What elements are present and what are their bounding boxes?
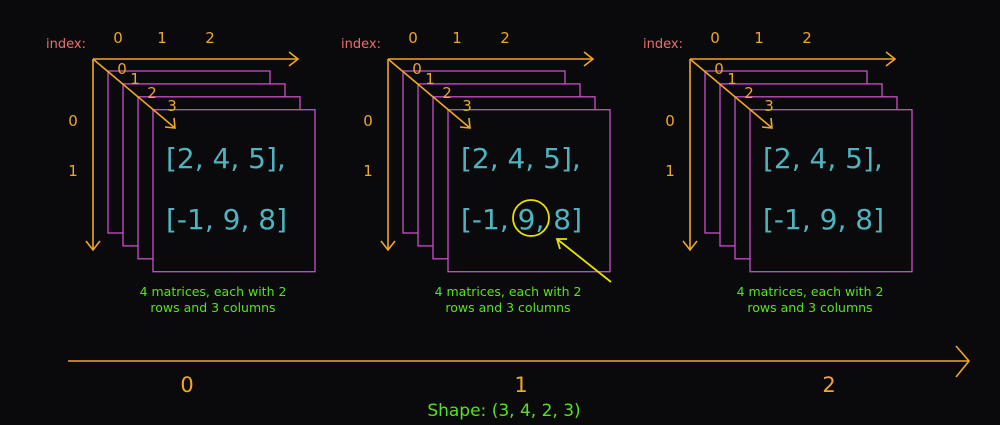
depth-index-2: 2 <box>442 84 452 102</box>
matrix-row-0: [2, 4, 5], <box>763 142 883 175</box>
caption-line-2: rows and 3 columns <box>150 300 275 315</box>
depth-index-1: 1 <box>727 70 737 88</box>
depth-index-0: 0 <box>117 60 127 78</box>
matrix-frame-3 <box>152 109 316 273</box>
index-label: index: <box>643 37 683 52</box>
column-index-0: 0 <box>113 29 123 47</box>
outer-index-2: 2 <box>822 373 835 397</box>
highlight-circle <box>512 199 550 237</box>
matrix-row-1: [-1, 9, 8] <box>166 203 287 236</box>
depth-index-2: 2 <box>147 84 157 102</box>
column-axis-arrowhead <box>288 51 300 67</box>
row-axis-arrowhead <box>682 240 698 252</box>
caption-line-1: 4 matrices, each with 2 <box>435 284 582 299</box>
matrix-row-1: [-1, 9, 8] <box>461 203 582 236</box>
depth-index-2: 2 <box>744 84 754 102</box>
caption-line-1: 4 matrices, each with 2 <box>737 284 884 299</box>
index-label: index: <box>341 37 381 52</box>
row-index-1: 1 <box>68 162 78 180</box>
depth-index-3: 3 <box>167 97 177 115</box>
column-index-0: 0 <box>710 29 720 47</box>
caption-line-2: rows and 3 columns <box>445 300 570 315</box>
row-index-0: 0 <box>68 112 78 130</box>
column-index-1: 1 <box>754 29 764 47</box>
matrix-row-0: [2, 4, 5], <box>461 142 581 175</box>
column-axis-arrowhead <box>885 51 897 67</box>
outer-index-0: 0 <box>180 373 193 397</box>
row-index-1: 1 <box>363 162 373 180</box>
depth-index-1: 1 <box>130 70 140 88</box>
outer-index-1: 1 <box>514 373 527 397</box>
row-index-1: 1 <box>665 162 675 180</box>
column-index-1: 1 <box>157 29 167 47</box>
column-index-2: 2 <box>205 29 215 47</box>
depth-axis-arrowhead <box>459 117 471 129</box>
column-index-2: 2 <box>802 29 812 47</box>
matrix-row-1: [-1, 9, 8] <box>763 203 884 236</box>
matrix-frame-3 <box>447 109 611 273</box>
depth-axis-line <box>689 58 773 129</box>
pointer-arrowhead <box>555 238 567 250</box>
depth-index-0: 0 <box>714 60 724 78</box>
caption-line-1: 4 matrices, each with 2 <box>140 284 287 299</box>
column-axis-arrowhead <box>583 51 595 67</box>
depth-index-3: 3 <box>462 97 472 115</box>
row-axis-arrowhead <box>85 240 101 252</box>
row-index-0: 0 <box>665 112 675 130</box>
outer-axis-arrowhead <box>955 345 971 378</box>
column-index-1: 1 <box>452 29 462 47</box>
row-axis-arrowhead <box>380 240 396 252</box>
depth-axis-arrowhead <box>761 117 773 129</box>
depth-axis-arrowhead <box>164 117 176 129</box>
depth-index-0: 0 <box>412 60 422 78</box>
depth-index-1: 1 <box>425 70 435 88</box>
pointer-arrow-line <box>556 238 612 283</box>
caption-line-2: rows and 3 columns <box>747 300 872 315</box>
column-index-0: 0 <box>408 29 418 47</box>
row-index-0: 0 <box>363 112 373 130</box>
matrix-row-0: [2, 4, 5], <box>166 142 286 175</box>
depth-index-3: 3 <box>764 97 774 115</box>
depth-axis-line <box>92 58 176 129</box>
depth-axis-line <box>387 58 471 129</box>
column-index-2: 2 <box>500 29 510 47</box>
index-label: index: <box>46 37 86 52</box>
matrix-frame-3 <box>749 109 913 273</box>
shape-label: Shape: (3, 4, 2, 3) <box>427 401 580 420</box>
